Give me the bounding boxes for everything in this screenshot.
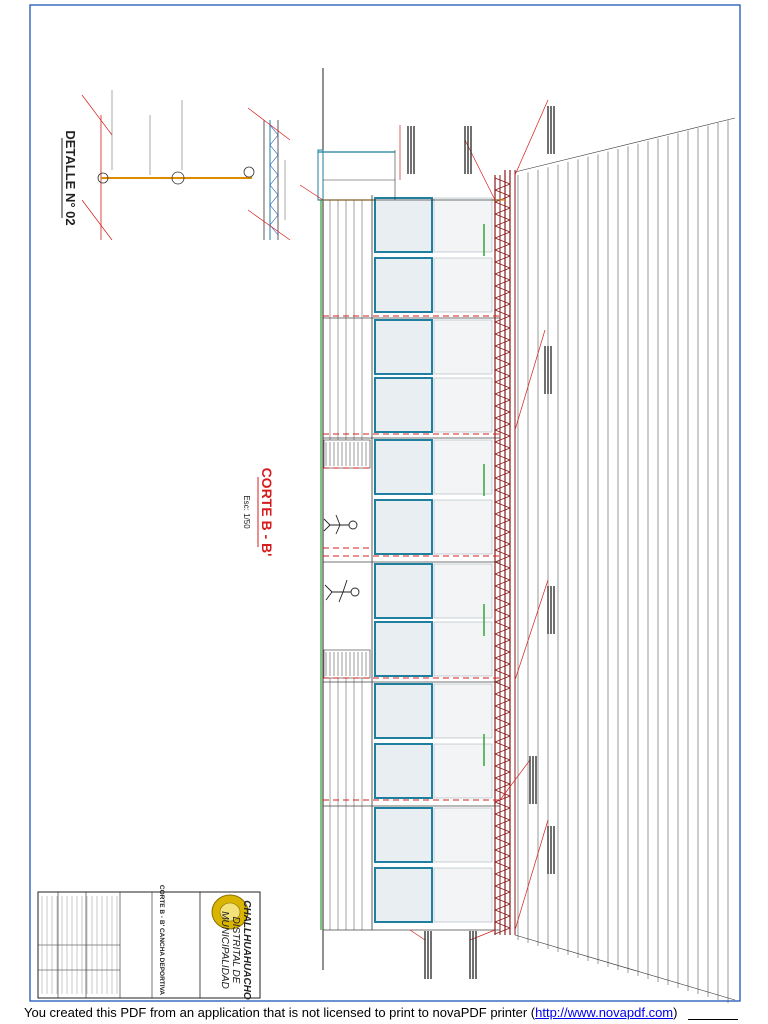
detail-02 (81, 90, 291, 241)
drawing-sheet: CORTE B - B' Esc: 1/50 DETALLE N° 02 (29, 4, 741, 1003)
entry-canopy (317, 149, 396, 201)
sheet-border (29, 4, 741, 1002)
section-scale: Esc: 1/50 (242, 495, 251, 529)
institution-name: MUNICIPALIDAD DISTRITAL DE CHALLHUAHUACH… (219, 900, 252, 1000)
roof-sheathing-lines (514, 117, 736, 1003)
novapdf-link[interactable]: http://www.novapdf.com (535, 1005, 674, 1020)
pdf-footer: You created this PDF from an application… (0, 1003, 768, 1024)
human-figure-1 (323, 514, 358, 535)
detail-title-group: DETALLE N° 02 (61, 130, 78, 226)
truss-structure (494, 170, 516, 935)
title-block (37, 891, 261, 999)
sheet-title-group: CORTE B - B' CANCHA DEPORTIVA (158, 885, 165, 996)
section-title-group: CORTE B - B' Esc: 1/50 (242, 468, 275, 557)
footer-rule (688, 1019, 738, 1020)
detail-title: DETALLE N° 02 (63, 130, 78, 225)
footer-prefix: You created this PDF from an application… (24, 1005, 536, 1020)
section-title: CORTE B - B' (259, 468, 275, 557)
bay-dividers (323, 199, 500, 931)
human-figure-2 (324, 579, 360, 603)
institution-line-2: DISTRITAL DE (230, 917, 241, 984)
bleacher-lines (329, 200, 363, 930)
sheet-title: CORTE B - B' CANCHA DEPORTIVA (158, 885, 165, 996)
institution-line-3: CHALLHUAHUACHO (241, 900, 252, 1000)
footer-suffix: ) (673, 1005, 678, 1020)
institution-line-1: MUNICIPALIDAD (219, 911, 230, 989)
annotation-leaders (299, 99, 555, 979)
fence-panels (371, 195, 493, 930)
annotation-dashes (323, 315, 500, 801)
stair-blocks (323, 439, 371, 679)
footer-notice: You created this PDF from an application… (24, 1005, 677, 1020)
